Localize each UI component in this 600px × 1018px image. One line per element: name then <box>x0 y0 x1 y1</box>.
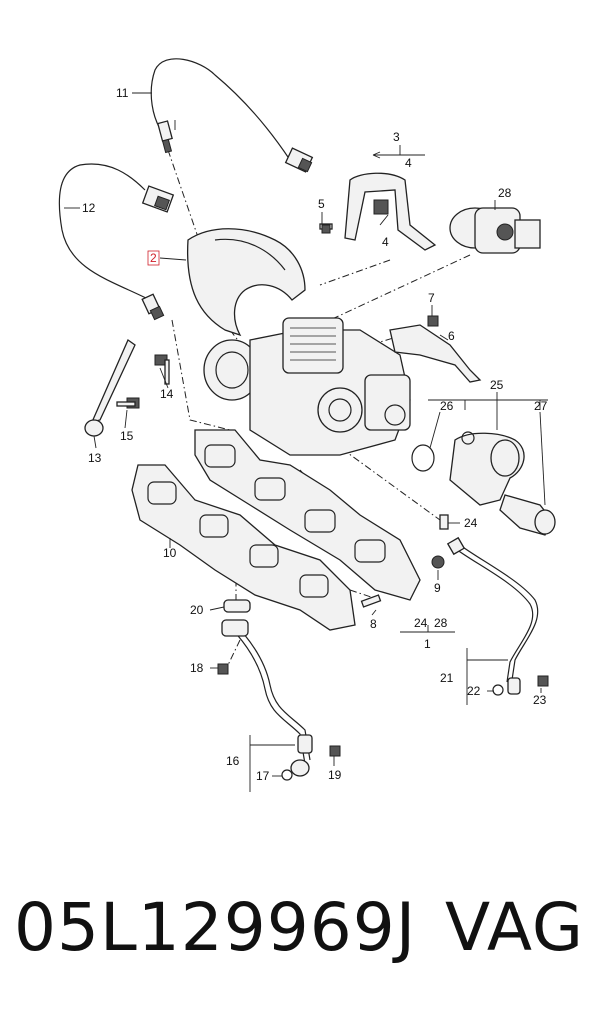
callout-25: 25 <box>490 378 504 392</box>
fasteners <box>116 224 549 781</box>
bracket-3 <box>319 172 437 251</box>
gasket-20 <box>223 599 251 613</box>
callout-5: 5 <box>318 197 325 211</box>
callout-27: 27 <box>534 399 548 413</box>
callout-17: 17 <box>256 769 270 783</box>
callout-21: 21 <box>440 671 454 685</box>
connector-pipe-27 <box>499 494 556 536</box>
callout-2: 2 <box>150 251 157 265</box>
callout-28-bottom: 28 <box>434 616 448 630</box>
callout-15: 15 <box>120 429 134 443</box>
oxygen-sensor-11 <box>150 58 314 173</box>
callout-23: 23 <box>533 693 547 707</box>
callout-24-right: 24 <box>464 516 478 530</box>
support-13 <box>84 339 136 437</box>
oil-feed-line-21 <box>446 536 539 695</box>
part-number: 05L129969J <box>14 889 417 966</box>
callout-7: 7 <box>428 291 435 305</box>
callout-9: 9 <box>434 581 441 595</box>
heat-shield-2 <box>186 228 306 337</box>
callout-3: 3 <box>393 130 400 144</box>
callout-10: 10 <box>163 546 177 560</box>
heat-shield-6 <box>389 324 482 383</box>
turbocharger-body <box>203 317 411 456</box>
callout-16: 16 <box>226 754 240 768</box>
brand-name: VAG <box>445 889 585 966</box>
wastegate-actuator-28 <box>449 207 541 254</box>
exploded-parts-diagram: 11 12 2 3 4 5 4 28 7 6 25 26 27 14 15 13… <box>58 58 556 792</box>
callout-22: 22 <box>467 684 481 698</box>
callout-11: 11 <box>116 86 129 100</box>
callout-6: 6 <box>448 329 455 343</box>
callout-2-highlight-box <box>147 250 160 266</box>
callout-12: 12 <box>82 201 96 215</box>
callout-18: 18 <box>190 661 204 675</box>
intake-elbow-25 <box>449 431 525 506</box>
callout-8: 8 <box>370 617 377 631</box>
callout-4-top: 4 <box>405 156 412 170</box>
callout-28-top: 28 <box>498 186 512 200</box>
callout-20: 20 <box>190 603 204 617</box>
callout-13: 13 <box>88 451 102 465</box>
exhaust-manifold-1 <box>194 429 421 601</box>
leader-lines <box>64 92 548 792</box>
manifold-gasket-10 <box>131 464 356 631</box>
callout-14: 14 <box>160 387 174 401</box>
callout-24-bottom: 24 <box>414 616 428 630</box>
callout-19: 19 <box>328 768 342 782</box>
callout-1: 1 <box>424 637 431 651</box>
oxygen-sensor-12 <box>58 163 175 321</box>
callout-labels: 11 12 2 3 4 5 4 28 7 6 25 26 27 14 15 13… <box>82 86 548 783</box>
oil-return-line-16 <box>221 619 313 777</box>
o-ring-26 <box>411 444 435 472</box>
callout-4-bottom: 4 <box>382 235 389 249</box>
callout-26: 26 <box>440 399 454 413</box>
